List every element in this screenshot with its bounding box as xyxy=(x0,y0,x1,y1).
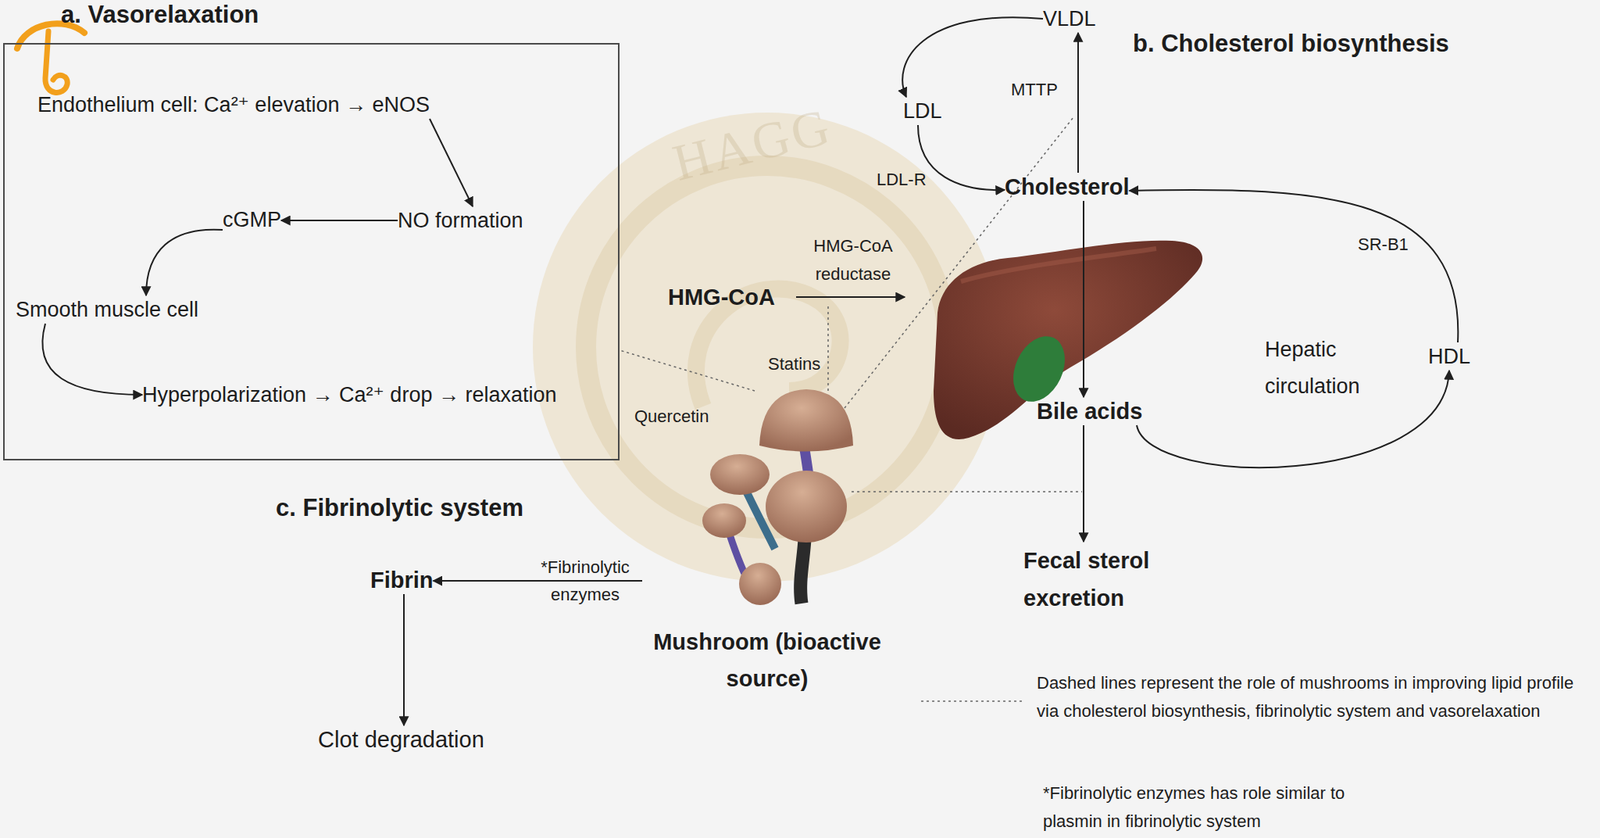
watermark: HAGG xyxy=(667,98,838,191)
step-text: Smooth muscle cell xyxy=(15,295,199,324)
edge-label: MTTP xyxy=(1010,78,1058,101)
node-text: Fecal sterol excretion xyxy=(1023,541,1180,617)
gallbladder-illustration xyxy=(1003,327,1075,410)
node-text: Smooth muscle cell xyxy=(15,295,199,324)
arrow-connector xyxy=(429,118,473,207)
arrow-connector xyxy=(403,593,405,725)
arrow-connector xyxy=(1082,200,1085,397)
mushroom-cap xyxy=(759,389,854,452)
node-text: Fibrin xyxy=(370,565,434,594)
dashed-connector xyxy=(619,350,755,391)
arrow-connector xyxy=(42,323,143,395)
node-text: Bile acids xyxy=(1036,396,1143,425)
arrow-connector xyxy=(1129,189,1459,343)
cycle-label: Hepatic circulation xyxy=(1264,331,1402,405)
arrow-connector xyxy=(1082,425,1085,542)
edge-label: SR-B1 xyxy=(1357,233,1409,256)
compound-label: Statins xyxy=(767,353,821,375)
arrow-connector xyxy=(902,17,1043,97)
mushroom-cap xyxy=(765,470,847,543)
dashed-leader xyxy=(851,490,1083,493)
source-node: Mushroom (bioactive source) xyxy=(642,390,893,697)
arrow-connector xyxy=(1136,370,1450,468)
logo-mark xyxy=(45,31,68,93)
node-text: HDL xyxy=(1428,342,1471,371)
step-text: cGMP xyxy=(222,205,282,234)
mushroom-cap xyxy=(739,562,782,605)
step-text: Hyperpolarization → Ca²⁺ drop → relaxati… xyxy=(142,380,557,409)
edge-label: *Fibrinolytic enzymes xyxy=(522,553,648,608)
node-text: Mushroom (bioactive source) xyxy=(642,623,893,697)
section-heading: a. Vasorelaxation xyxy=(60,0,259,30)
node-text: Hyperpolarization → Ca²⁺ drop → relaxati… xyxy=(142,380,557,409)
dashed-leader xyxy=(827,306,829,393)
node-text: NO formation xyxy=(397,206,524,235)
arrow-connector xyxy=(1077,32,1079,173)
reaction-arrow xyxy=(796,296,905,298)
node-text: HMG-CoA xyxy=(667,282,775,311)
arrow-connector xyxy=(146,229,223,296)
node-text: Clot degradation xyxy=(317,725,485,754)
liver-illustration xyxy=(933,240,1203,440)
metabolite-node: Fecal sterol excretion xyxy=(1023,541,1180,617)
node-text: LDL xyxy=(903,96,943,125)
section-box: a. VasorelaxationEndothelium cell: Ca²⁺ … xyxy=(3,42,620,461)
enzyme-label: HMG-CoA reductase xyxy=(794,232,912,289)
metabolite-node: HMG-CoA xyxy=(667,282,775,311)
watermark-ring xyxy=(585,165,949,529)
section-heading: b. Cholesterol biosynthesis xyxy=(1132,28,1450,59)
edge-label: LDL-R xyxy=(876,168,927,191)
footnote: *Fibrinolytic enzymes has role similar t… xyxy=(1042,778,1378,836)
watermark-disc xyxy=(532,112,1002,582)
dashed-leader xyxy=(844,117,1074,408)
mushroom-cap xyxy=(702,503,747,538)
arrow-connector xyxy=(433,579,643,582)
lipoprotein-node: LDL xyxy=(903,96,943,125)
legend-line-sample xyxy=(921,700,1024,702)
node-text: Cholesterol xyxy=(1004,172,1130,201)
edge-label: Quercetin xyxy=(634,405,709,428)
metabolite-node: Cholesterol xyxy=(1004,172,1130,201)
liver-highlight xyxy=(960,248,1157,282)
arrow-connector xyxy=(281,219,398,222)
metabolite-node: Bile acids xyxy=(1036,396,1143,425)
step-text: NO formation xyxy=(397,206,524,235)
metabolite-node: Fibrin xyxy=(370,565,434,594)
step-text: Endothelium cell: Ca²⁺ elevation → eNOS xyxy=(37,90,430,119)
mushroom-cap xyxy=(710,453,770,495)
outcome-node: Clot degradation xyxy=(317,725,485,754)
lipoprotein-node: VLDL xyxy=(1042,4,1097,33)
node-text: VLDL xyxy=(1042,4,1097,33)
lipoprotein-node: HDL xyxy=(1428,342,1471,371)
section-heading: c. Fibrinolytic system xyxy=(275,492,524,523)
node-text: cGMP xyxy=(222,205,282,234)
legend-text: Dashed lines represent the role of mushr… xyxy=(1036,668,1600,725)
arrow-connector xyxy=(917,125,1005,190)
node-text: Endothelium cell: Ca²⁺ elevation → eNOS xyxy=(37,90,430,119)
mushroom-stem xyxy=(800,539,805,604)
